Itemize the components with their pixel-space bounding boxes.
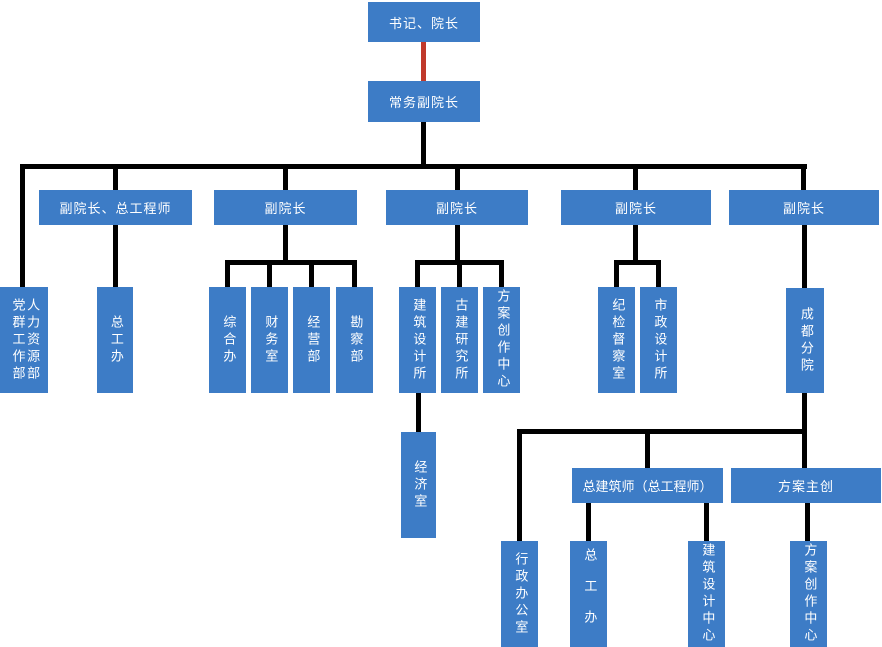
node-vp-chief-engineer: 副院长、总工程师 <box>39 190 192 225</box>
node-vp5-label: 副院长 <box>782 202 825 217</box>
node-scheme-creation-center: 方案创作中心 <box>483 287 520 393</box>
node-vp3: 副院长 <box>386 190 528 225</box>
connector-main-bar <box>20 164 807 169</box>
connector-drop-vp5 <box>801 169 806 190</box>
node-chengdu-branch-label: 成都分院 <box>797 306 813 375</box>
connector-branch-drop-scheme-lead <box>802 434 807 468</box>
node-president: 书记、院长 <box>368 2 480 42</box>
node-scheme-lead: 方案主创 <box>731 468 881 503</box>
connector-branch-drop-chief-arch <box>645 434 650 468</box>
node-president-label: 书记、院长 <box>388 16 459 32</box>
node-chief-eng-office-label: 总工办 <box>107 314 123 366</box>
connector-g3-stub2 <box>457 260 462 287</box>
connector-branch-vertical <box>802 393 807 434</box>
node-branch-scheme-creation-center: 方案创作中心 <box>790 541 827 647</box>
connector-red-president-execvp <box>421 41 426 81</box>
node-discipline-office-label: 纪检督察室 <box>609 297 625 383</box>
node-vp4-label: 副院长 <box>614 202 657 217</box>
connector-g3-vertical <box>455 225 460 265</box>
connector-g2-stub2 <box>267 260 272 287</box>
connector-g2-vertical <box>283 225 288 265</box>
node-scheme-creation-center-label: 方案创作中心 <box>494 289 510 391</box>
node-chengdu-branch: 成都分院 <box>786 288 824 393</box>
node-admin-office: 行政办公室 <box>501 541 538 647</box>
node-finance-office: 财务室 <box>251 287 288 393</box>
connector-g2-stub1 <box>225 260 230 287</box>
node-branch-scheme-creation-center-label: 方案创作中心 <box>801 543 817 645</box>
connector-execvp-down <box>421 122 426 166</box>
node-economy-office: 经济室 <box>401 432 436 538</box>
node-ancient-arch-institute: 古建研究所 <box>441 287 478 393</box>
node-economy-office-label: 经济室 <box>411 459 427 511</box>
connector-drop-vp3 <box>455 169 460 190</box>
node-arch-design-institute-label: 建筑设计所 <box>410 297 426 383</box>
connector-g1-vertical <box>113 225 118 287</box>
node-vp-chief-engineer-label: 副院长、总工程师 <box>59 202 172 217</box>
connector-drop-vp2 <box>283 169 288 190</box>
node-survey-dept: 勘察部 <box>336 287 373 393</box>
connector-branch-bar <box>517 429 807 434</box>
node-chief-architect-label: 总建筑师（总工程师） <box>582 480 713 495</box>
node-arch-design-institute: 建筑设计所 <box>399 287 436 393</box>
connector-g2-stub4 <box>352 260 357 287</box>
connector-g3-stub3 <box>499 260 504 287</box>
node-vp2: 副院长 <box>214 190 357 225</box>
node-discipline-office: 纪检督察室 <box>598 287 635 393</box>
node-municipal-design-institute-label: 市政设计所 <box>651 297 667 383</box>
connector-g5-vertical <box>802 225 807 288</box>
node-exec-vp: 常务副院长 <box>368 81 480 122</box>
node-chief-architect: 总建筑师（总工程师） <box>572 468 723 503</box>
node-vp3-label: 副院长 <box>435 202 478 217</box>
node-branch-arch-design-center: 建筑设计中心 <box>688 541 725 647</box>
node-chief-eng-office: 总工办 <box>97 287 133 393</box>
connector-g4-bar <box>614 260 661 265</box>
connector-drop-vp4 <box>633 169 638 190</box>
node-hr-label: 人力资源部 <box>24 297 40 383</box>
node-vp2-label: 副院长 <box>264 202 307 217</box>
connector-drop-vp-chief-eng <box>113 169 118 190</box>
node-finance-office-label: 财务室 <box>262 314 278 366</box>
connector-g4-stub1 <box>614 260 619 287</box>
connector-drop-left-depts <box>20 164 25 287</box>
connector-schemelead-stub <box>805 503 810 541</box>
node-party-mass-label: 党群工作部 <box>9 297 25 383</box>
connector-g3-stub1 <box>415 260 420 287</box>
node-admin-office-label: 行政办公室 <box>512 551 528 637</box>
node-general-office-label: 综合办 <box>220 314 236 366</box>
node-party-mass-and-hr: 党群工作部 人力资源部 <box>0 287 48 393</box>
node-operations-dept-label: 经营部 <box>304 314 320 366</box>
node-survey-dept-label: 勘察部 <box>347 314 363 366</box>
node-branch-chief-eng-office-label: 总工办 <box>581 547 597 641</box>
node-exec-vp-label: 常务副院长 <box>388 96 459 111</box>
node-scheme-lead-label: 方案主创 <box>777 480 834 495</box>
node-municipal-design-institute: 市政设计所 <box>640 287 677 393</box>
node-vp5: 副院长 <box>729 190 879 225</box>
connector-chiefarch-stub1 <box>586 503 591 541</box>
node-vp4: 副院长 <box>561 190 711 225</box>
node-ancient-arch-institute-label: 古建研究所 <box>452 297 468 383</box>
connector-economy-vertical <box>416 393 421 432</box>
connector-g2-stub3 <box>309 260 314 287</box>
node-operations-dept: 经营部 <box>293 287 330 393</box>
node-branch-arch-design-center-label: 建筑设计中心 <box>699 543 715 645</box>
connector-g4-vertical <box>633 225 638 265</box>
connector-branch-drop-admin <box>517 429 522 541</box>
connector-chiefarch-stub2 <box>704 503 709 541</box>
connector-g2-bar <box>225 260 357 265</box>
node-general-office: 综合办 <box>209 287 246 393</box>
connector-g4-stub2 <box>656 260 661 287</box>
node-branch-chief-eng-office: 总工办 <box>570 541 607 647</box>
